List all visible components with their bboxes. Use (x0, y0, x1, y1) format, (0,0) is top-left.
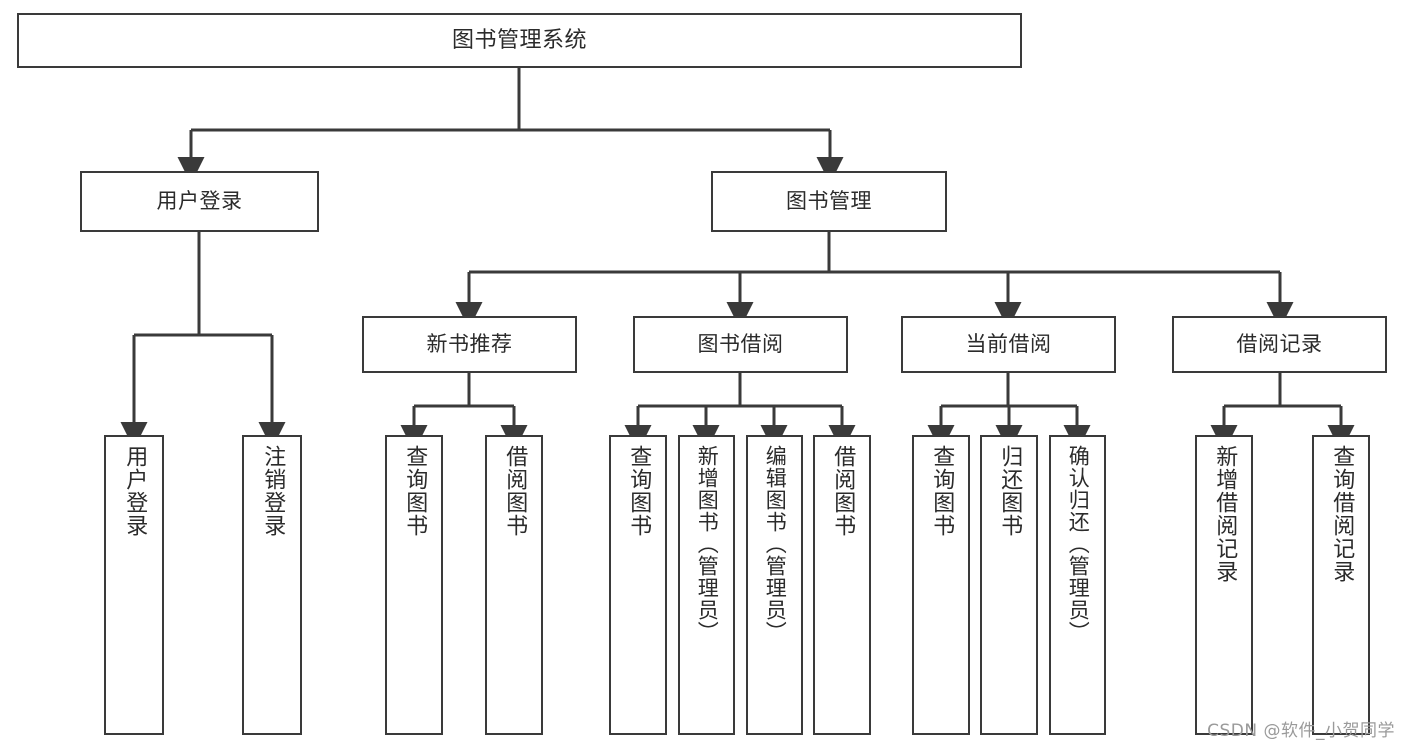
node-label: 借阅图书 (502, 445, 528, 537)
node-root-system[interactable]: 图书管理系统 (17, 13, 1022, 68)
node-label: 新增借阅记录 (1212, 445, 1238, 583)
node-book-management[interactable]: 图书管理 (711, 171, 947, 232)
node-label: 查询图书 (626, 445, 652, 537)
leaf-query-book-borrow[interactable]: 查询图书 (609, 435, 667, 735)
leaf-query-book-current[interactable]: 查询图书 (912, 435, 970, 735)
leaf-add-book-admin[interactable]: 新增图书（管理员） (678, 435, 735, 735)
node-label: 查询图书 (402, 445, 428, 537)
leaf-logout[interactable]: 注销登录 (242, 435, 302, 735)
node-label: 用户登录 (156, 189, 243, 214)
leaf-return-book[interactable]: 归还图书 (980, 435, 1038, 735)
leaf-borrow-book[interactable]: 借阅图书 (813, 435, 871, 735)
node-label: 注销登录 (260, 445, 286, 537)
leaf-query-book-recommend[interactable]: 查询图书 (385, 435, 443, 735)
node-label: 图书管理 (786, 189, 872, 214)
node-label: 图书借阅 (697, 332, 784, 357)
node-label: 查询图书 (929, 445, 955, 537)
leaf-edit-book-admin[interactable]: 编辑图书（管理员） (746, 435, 803, 735)
node-label: 当前借阅 (965, 332, 1052, 357)
leaf-user-login[interactable]: 用户登录 (104, 435, 164, 735)
node-label: 编辑图书（管理员） (763, 445, 788, 643)
node-label: 新书推荐 (426, 332, 513, 357)
node-label: 图书管理系统 (451, 27, 587, 53)
node-label: 借阅记录 (1236, 332, 1323, 357)
leaf-borrow-book-recommend[interactable]: 借阅图书 (485, 435, 543, 735)
node-user-login[interactable]: 用户登录 (80, 171, 319, 232)
watermark: CSDN @软件_小贺同学 (1207, 721, 1395, 741)
node-label: 查询借阅记录 (1329, 445, 1355, 583)
node-new-book-recommend[interactable]: 新书推荐 (362, 316, 577, 373)
node-label: 确认归还（管理员） (1066, 445, 1091, 643)
leaf-confirm-return-admin[interactable]: 确认归还（管理员） (1049, 435, 1106, 735)
node-label: 新增图书（管理员） (695, 445, 720, 643)
node-current-borrow[interactable]: 当前借阅 (901, 316, 1116, 373)
node-borrow-records[interactable]: 借阅记录 (1172, 316, 1387, 373)
leaf-add-borrow-record[interactable]: 新增借阅记录 (1195, 435, 1253, 735)
leaf-query-borrow-record[interactable]: 查询借阅记录 (1312, 435, 1370, 735)
node-book-borrow[interactable]: 图书借阅 (633, 316, 848, 373)
node-label: 用户登录 (122, 445, 148, 537)
node-label: 借阅图书 (830, 445, 856, 537)
node-label: 归还图书 (997, 445, 1023, 537)
